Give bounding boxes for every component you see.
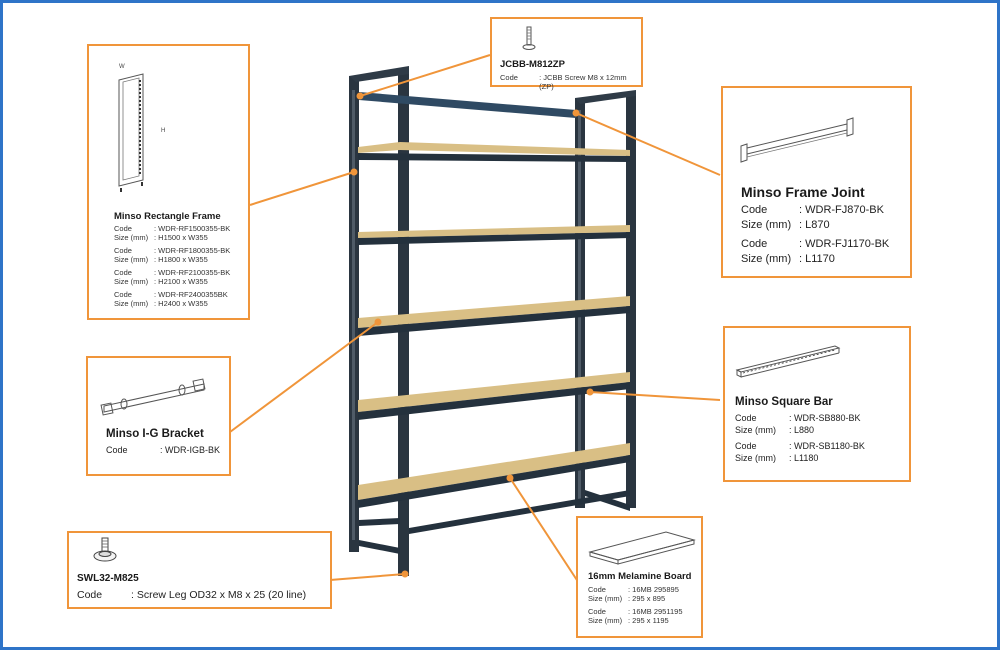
top-frame-joint bbox=[359, 92, 576, 118]
callout-ig-bracket: Minso I-G Bracket Code: WDR-IGB-BK bbox=[86, 356, 231, 476]
svg-text:W: W bbox=[119, 64, 125, 70]
rectangle-frame-entries: Code: WDR-RF1500355-BK Size (mm): H1500 … bbox=[114, 224, 230, 308]
screw-icon bbox=[522, 26, 536, 50]
screw-code-row: Code : JCBB Screw M8 x 12mm (ZP) bbox=[500, 73, 627, 91]
frame-joint-entries: Code: WDR-FJ870-BK Size (mm): L870 Code:… bbox=[741, 204, 890, 265]
callout-screw-leg: SWL32-M825 Code: Screw Leg OD32 x M8 x 2… bbox=[67, 531, 332, 609]
screw-leg-code-row: Code: Screw Leg OD32 x M8 x 25 (20 line) bbox=[77, 589, 307, 601]
melamine-board-icon bbox=[588, 531, 696, 565]
front-left-post bbox=[349, 76, 359, 552]
rf-size-3: Size (mm): H2100 x W355 bbox=[114, 277, 208, 286]
rf-size-4: Size (mm): H2400 x W355 bbox=[114, 299, 208, 308]
shelves bbox=[358, 142, 630, 508]
callout-rectangle-frame: W H Minso Rectangle Frame Code: WDR-RF15… bbox=[87, 44, 250, 320]
rf-code-3: Code: WDR-RF2100355-BK bbox=[114, 268, 231, 277]
rf-code-4: Code: WDR-RF2400355BK bbox=[114, 290, 228, 299]
ig-bracket-code-row: Code: WDR-IGB-BK bbox=[106, 445, 220, 455]
rf-size-2: Size (mm): H1800 x W355 bbox=[114, 255, 208, 264]
frame-joint-icon bbox=[740, 117, 854, 163]
callout-melamine-board: 16mm Melamine Board Code: 16MB 295895 Si… bbox=[576, 516, 703, 638]
screw-leg-icon bbox=[93, 537, 117, 562]
ig-bracket-icon bbox=[100, 378, 206, 416]
ig-bracket-title: Minso I-G Bracket bbox=[106, 428, 204, 440]
callout-screw: JCBB-M812ZP Code : JCBB Screw M8 x 12mm … bbox=[490, 17, 643, 91]
rectangle-frame-icon: W H bbox=[118, 64, 165, 192]
back-right-post bbox=[626, 92, 636, 508]
rf-code-1: Code: WDR-RF1500355-BK bbox=[114, 224, 231, 233]
frame-joint-title: Minso Frame Joint bbox=[741, 184, 865, 200]
leader-lines bbox=[229, 54, 721, 601]
callout-frame-joint: Minso Frame Joint Code: WDR-FJ870-BK Siz… bbox=[721, 86, 912, 278]
square-bar-entries: Code: WDR-SB880-BK Size (mm): L880 Code:… bbox=[735, 413, 865, 463]
rectangle-frame-title: Minso Rectangle Frame bbox=[114, 211, 221, 222]
rf-size-1: Size (mm): H1500 x W355 bbox=[114, 233, 208, 242]
square-bar-title: Minso Square Bar bbox=[735, 396, 833, 408]
melamine-board-title: 16mm Melamine Board bbox=[588, 571, 692, 582]
melamine-board-entries: Code: 16MB 295895 Size (mm): 295 x 895 C… bbox=[588, 585, 683, 625]
square-bar-icon bbox=[735, 345, 841, 378]
screw-leg-title: SWL32-M825 bbox=[77, 573, 139, 584]
screw-title: JCBB-M812ZP bbox=[500, 59, 565, 70]
callout-square-bar: Minso Square Bar Code: WDR-SB880-BK Size… bbox=[723, 326, 911, 482]
svg-text:H: H bbox=[161, 128, 165, 134]
rf-code-2: Code: WDR-RF1800355-BK bbox=[114, 246, 231, 255]
